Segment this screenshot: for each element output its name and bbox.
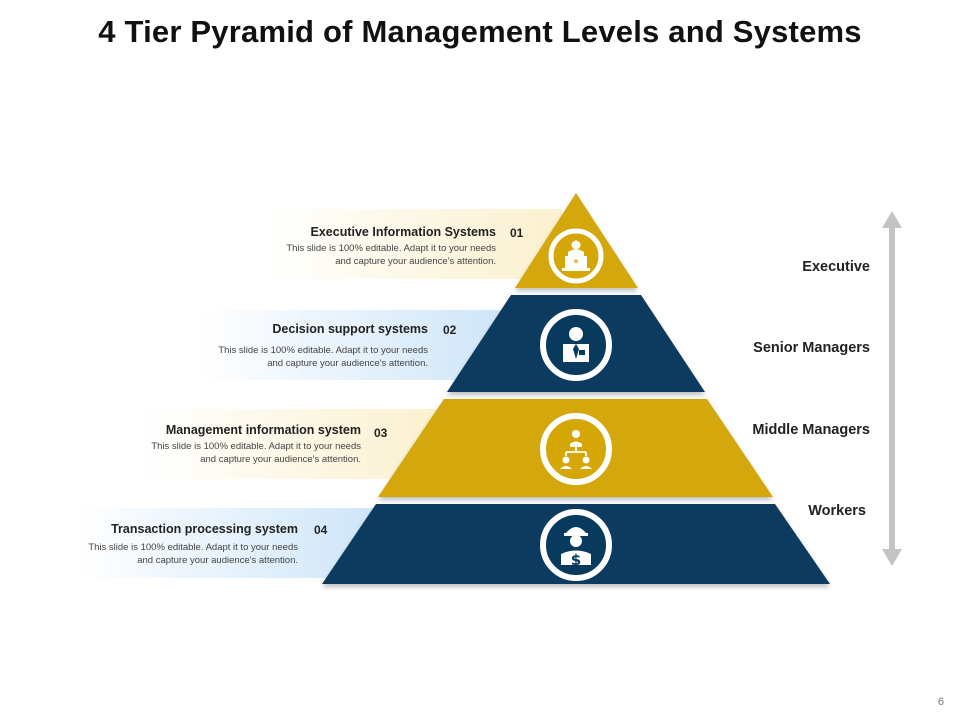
tier-4-number: 04 <box>314 523 328 537</box>
slide-title: 4 Tier Pyramid of Management Levels and … <box>98 14 862 49</box>
level-label-senior-managers: Senior Managers <box>753 340 870 356</box>
tier-1-number: 01 <box>510 226 524 240</box>
level-label-workers: Workers <box>808 503 866 519</box>
tier-4-band <box>75 508 375 578</box>
tier-1-heading: Executive Information Systems <box>310 225 496 239</box>
tier-3-band <box>140 409 440 479</box>
executive-computer-icon: * <box>548 228 604 284</box>
svg-text:$: $ <box>571 551 581 569</box>
businessman-icon <box>540 309 612 381</box>
level-label-middle-managers: Middle Managers <box>752 422 870 438</box>
tier-1-band <box>262 209 562 279</box>
tier-2-description: This slide is 100% editable. Adapt it to… <box>218 345 428 369</box>
tier-4-description: This slide is 100% editable. Adapt it to… <box>88 542 298 566</box>
tier-3-number: 03 <box>374 426 388 440</box>
tier-2-heading: Decision support systems <box>272 322 428 336</box>
svg-text:*: * <box>573 258 579 269</box>
page-number: 6 <box>937 696 944 708</box>
org-chart-icon <box>540 413 612 485</box>
tier-3-description: This slide is 100% editable. Adapt it to… <box>151 441 361 465</box>
tier-1-description: This slide is 100% editable. Adapt it to… <box>286 243 496 267</box>
tier-3-heading: Management information system <box>165 423 361 437</box>
tier-4-heading: Transaction processing system <box>111 522 298 536</box>
level-label-executive: Executive <box>802 259 870 275</box>
tier-2-band <box>200 310 500 380</box>
tier-2-number: 02 <box>443 323 457 337</box>
hierarchy-double-arrow <box>882 211 902 566</box>
worker-helmet-dollar-icon: $ <box>540 509 612 581</box>
